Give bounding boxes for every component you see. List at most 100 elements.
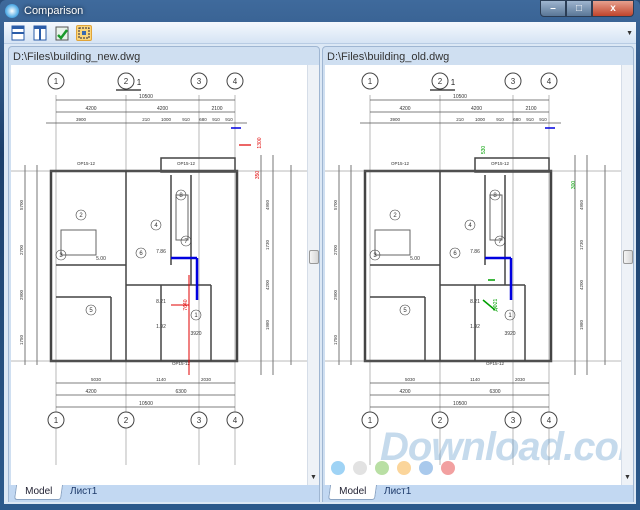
axis-label: 1 bbox=[54, 416, 59, 425]
refresh-compare-icon bbox=[55, 26, 69, 41]
room-marker bbox=[55, 249, 67, 261]
scroll-down-icon[interactable]: ▼ bbox=[310, 474, 317, 481]
tab-list1[interactable]: Лист1 bbox=[70, 486, 98, 497]
tab-model[interactable]: Model bbox=[13, 485, 64, 500]
room-marker bbox=[489, 189, 501, 201]
dimension-label: 2700 bbox=[19, 244, 24, 255]
vertical-scrollbar[interactable]: ▼ bbox=[621, 65, 633, 485]
dimension-label: 910 bbox=[539, 117, 547, 122]
dimension-label: 1980 bbox=[265, 319, 270, 330]
dimension-label: 10500 bbox=[453, 94, 467, 100]
watermark: Download.com.vn bbox=[380, 425, 621, 469]
difference-label: 530 bbox=[481, 146, 487, 155]
minimize-button[interactable]: – bbox=[540, 0, 566, 17]
exterior-wall bbox=[363, 169, 553, 363]
room-marker bbox=[75, 209, 87, 221]
window-title: Comparison bbox=[24, 5, 84, 17]
bathtub bbox=[374, 229, 411, 256]
dimension-label: 2030 bbox=[201, 377, 212, 382]
axis-label: 2 bbox=[438, 77, 443, 86]
close-button[interactable]: x bbox=[592, 0, 634, 17]
room-marker bbox=[449, 247, 461, 259]
axis-bubble bbox=[361, 411, 379, 429]
difference-label: 1300 bbox=[257, 137, 263, 148]
scrollbar-thumb[interactable] bbox=[309, 250, 319, 264]
room-marker bbox=[135, 247, 147, 259]
window-label: ОР15-12 bbox=[486, 361, 505, 366]
dimension-label: 2700 bbox=[333, 244, 338, 255]
difference-label: 350 bbox=[255, 171, 261, 180]
dimension-label: 4200 bbox=[579, 279, 584, 290]
axis-label: 1 bbox=[368, 416, 373, 425]
axis-bubble bbox=[190, 72, 208, 90]
room-marker bbox=[389, 209, 401, 221]
dimension-label: 2030 bbox=[515, 377, 526, 382]
room-marker bbox=[150, 219, 162, 231]
dimension-label: 6300 bbox=[489, 389, 500, 395]
room-marker bbox=[190, 309, 202, 321]
sync-views-button[interactable] bbox=[76, 25, 92, 41]
dimension-label: 6300 bbox=[175, 389, 186, 395]
room-number: 4 bbox=[154, 223, 158, 229]
dimension-label: 4200 bbox=[399, 389, 410, 395]
axis-bubble bbox=[47, 411, 65, 429]
scroll-down-icon[interactable]: ▼ bbox=[624, 474, 631, 481]
window-label: ОР15-12 bbox=[77, 161, 96, 166]
watermark-dot bbox=[397, 461, 411, 475]
dimension-label: 910 bbox=[526, 117, 534, 122]
axis-bubble bbox=[540, 72, 558, 90]
dimension-label: 1140 bbox=[156, 377, 166, 382]
axis-bubble bbox=[540, 411, 558, 429]
title-bar[interactable]: Comparison – □ x bbox=[0, 0, 640, 22]
room-number: 8 bbox=[179, 193, 183, 199]
dimension-label: 1980 bbox=[579, 319, 584, 330]
layout-tabs: Model Лист1 bbox=[9, 485, 319, 502]
room-number: 5 bbox=[89, 308, 93, 314]
dimension-label: 2100 bbox=[525, 106, 536, 112]
window-label: ОР15-12 bbox=[491, 161, 510, 166]
file-path: D:\Files\building_old.dwg bbox=[327, 51, 450, 63]
dimension-label: 4950 bbox=[579, 199, 584, 210]
refresh-compare-button[interactable] bbox=[54, 25, 70, 41]
axis-label: 3 bbox=[197, 416, 202, 425]
dimension-label: 3900 bbox=[390, 117, 401, 122]
room-marker bbox=[369, 249, 381, 261]
axis-bubble bbox=[431, 411, 449, 429]
axis-label: 3 bbox=[511, 416, 516, 425]
tab-model[interactable]: Model bbox=[327, 485, 378, 500]
area-label: 3920 bbox=[190, 331, 201, 337]
axis-bubble bbox=[504, 72, 522, 90]
room-number: 7 bbox=[498, 239, 502, 245]
dimension-label: 1000 bbox=[475, 117, 486, 122]
axis-label: 3 bbox=[511, 77, 516, 86]
vertical-split-button[interactable] bbox=[32, 25, 48, 41]
vertical-scrollbar[interactable]: ▼ bbox=[307, 65, 319, 485]
watermark-dot bbox=[441, 461, 455, 475]
dimension-label: 4200 bbox=[85, 106, 96, 112]
axis-label: 4 bbox=[233, 77, 238, 86]
dimension-label: 2900 bbox=[333, 289, 338, 300]
axis-bubble bbox=[361, 72, 379, 90]
dimension-label: 680 bbox=[513, 117, 521, 122]
dimension-label: 4200 bbox=[157, 106, 168, 112]
room-number: 5 bbox=[403, 308, 407, 314]
toolbar-overflow-icon[interactable]: ▼ bbox=[626, 30, 633, 37]
horizontal-split-button[interactable] bbox=[10, 25, 26, 41]
maximize-button[interactable]: □ bbox=[566, 0, 592, 17]
area-label: 3920 bbox=[504, 331, 515, 337]
axis-label: 2 bbox=[438, 416, 443, 425]
window-label: ОР15-12 bbox=[172, 361, 191, 366]
area-label: 1.92 bbox=[470, 324, 480, 330]
dimension-label: 910 bbox=[212, 117, 220, 122]
room-marker bbox=[85, 304, 97, 316]
axis-bubble bbox=[226, 72, 244, 90]
axis-bubble bbox=[117, 72, 135, 90]
scrollbar-thumb[interactable] bbox=[623, 250, 633, 264]
axis-bubble bbox=[226, 411, 244, 429]
dimension-label: 4200 bbox=[85, 389, 96, 395]
tab-list1[interactable]: Лист1 bbox=[384, 486, 412, 497]
dimension-label: 1730 bbox=[579, 239, 584, 250]
